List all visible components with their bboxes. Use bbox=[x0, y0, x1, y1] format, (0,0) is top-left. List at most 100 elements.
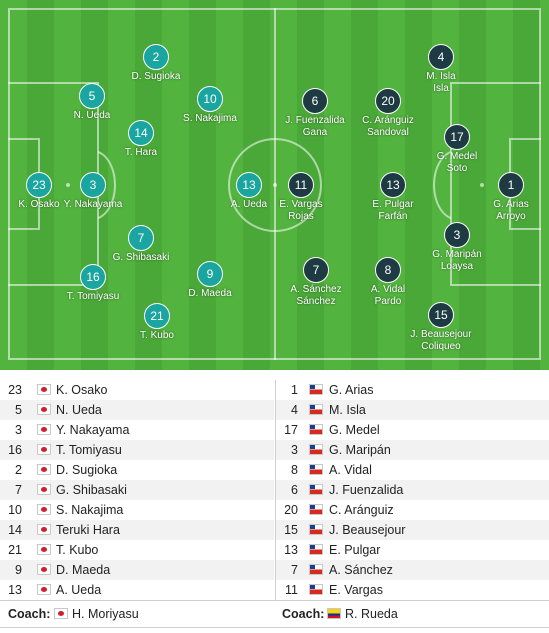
shirt-number-disc: 14 bbox=[128, 120, 154, 146]
player-name: G. Maripán bbox=[432, 249, 482, 260]
chile-flag-icon bbox=[309, 544, 323, 555]
player-name-link[interactable]: T. Tomiyasu bbox=[56, 443, 122, 457]
coach-label: Coach: bbox=[8, 607, 51, 621]
player-name-line2: Pardo bbox=[374, 296, 402, 307]
lineup-row[interactable]: 15 J. Beausejour bbox=[276, 520, 549, 540]
shirt-number-disc: 17 bbox=[444, 124, 470, 150]
chile-flag-icon bbox=[309, 464, 323, 475]
shirt-number-disc: 2 bbox=[143, 44, 169, 70]
lineup-row[interactable]: 3 G. Maripán bbox=[276, 440, 549, 460]
coach-name[interactable]: R. Rueda bbox=[345, 607, 398, 621]
shirt-number-disc: 4 bbox=[428, 44, 454, 70]
shirt-number: 10 bbox=[8, 503, 22, 517]
divider bbox=[0, 627, 549, 628]
player-name-link[interactable]: G. Maripán bbox=[329, 443, 391, 457]
player-name-link[interactable]: G. Medel bbox=[329, 423, 380, 437]
lineup-row[interactable]: 20 C. Aránguiz bbox=[276, 500, 549, 520]
player-name-link[interactable]: Y. Nakayama bbox=[56, 423, 130, 437]
player-name-line2: Isla bbox=[433, 83, 449, 94]
shirt-number-disc: 3 bbox=[444, 222, 470, 248]
player-name-line2: Gana bbox=[302, 127, 328, 138]
player-name-link[interactable]: N. Ueda bbox=[56, 403, 102, 417]
player-name-link[interactable]: J. Beausejour bbox=[329, 523, 406, 537]
coach-name[interactable]: H. Moriyasu bbox=[72, 607, 139, 621]
player-name-link[interactable]: G. Arias bbox=[329, 383, 374, 397]
player-name: T. Hara bbox=[124, 147, 158, 158]
shirt-number: 3 bbox=[291, 443, 298, 457]
shirt-number-disc: 3 bbox=[80, 172, 106, 198]
shirt-number: 15 bbox=[284, 523, 298, 537]
shirt-number-disc: 9 bbox=[197, 261, 223, 287]
player-name: N. Ueda bbox=[73, 110, 111, 121]
away-coach: Coach: R. Rueda bbox=[282, 604, 549, 624]
player-name-link[interactable]: D. Maeda bbox=[56, 563, 111, 577]
player-name-link[interactable]: S. Nakajima bbox=[56, 503, 124, 517]
shirt-number-disc: 7 bbox=[128, 225, 154, 251]
player-name-link[interactable]: Teruki Hara bbox=[56, 523, 120, 537]
player-name-link[interactable]: C. Aránguiz bbox=[329, 503, 394, 517]
player-name-link[interactable]: D. Sugioka bbox=[56, 463, 118, 477]
player-name-link[interactable]: E. Vargas bbox=[329, 583, 383, 597]
left-penalty-spot bbox=[66, 183, 70, 187]
player-name-link[interactable]: E. Pulgar bbox=[329, 543, 381, 557]
player-name-link[interactable]: A. Vidal bbox=[329, 463, 372, 477]
lineup-row[interactable]: 16 T. Tomiyasu bbox=[0, 440, 274, 460]
player-name-link[interactable]: G. Shibasaki bbox=[56, 483, 127, 497]
player-name-link[interactable]: K. Osako bbox=[56, 383, 108, 397]
player-name-link[interactable]: A. Ueda bbox=[56, 583, 102, 597]
shirt-number: 16 bbox=[8, 443, 22, 457]
coach-label: Coach: bbox=[282, 607, 325, 621]
player-name-link[interactable]: A. Sánchez bbox=[329, 563, 393, 577]
player-name-link[interactable]: T. Kubo bbox=[56, 543, 99, 557]
japan-flag-icon bbox=[37, 524, 51, 535]
lineup-row[interactable]: 10 S. Nakajima bbox=[0, 500, 274, 520]
player-name: G. Medel bbox=[436, 151, 478, 162]
shirt-number: 20 bbox=[284, 503, 298, 517]
player-name: D. Maeda bbox=[188, 288, 232, 299]
player-name-line2: Loaysa bbox=[440, 261, 474, 272]
player-name-link[interactable]: M. Isla bbox=[329, 403, 366, 417]
player-name-link[interactable]: J. Fuenzalida bbox=[329, 483, 404, 497]
